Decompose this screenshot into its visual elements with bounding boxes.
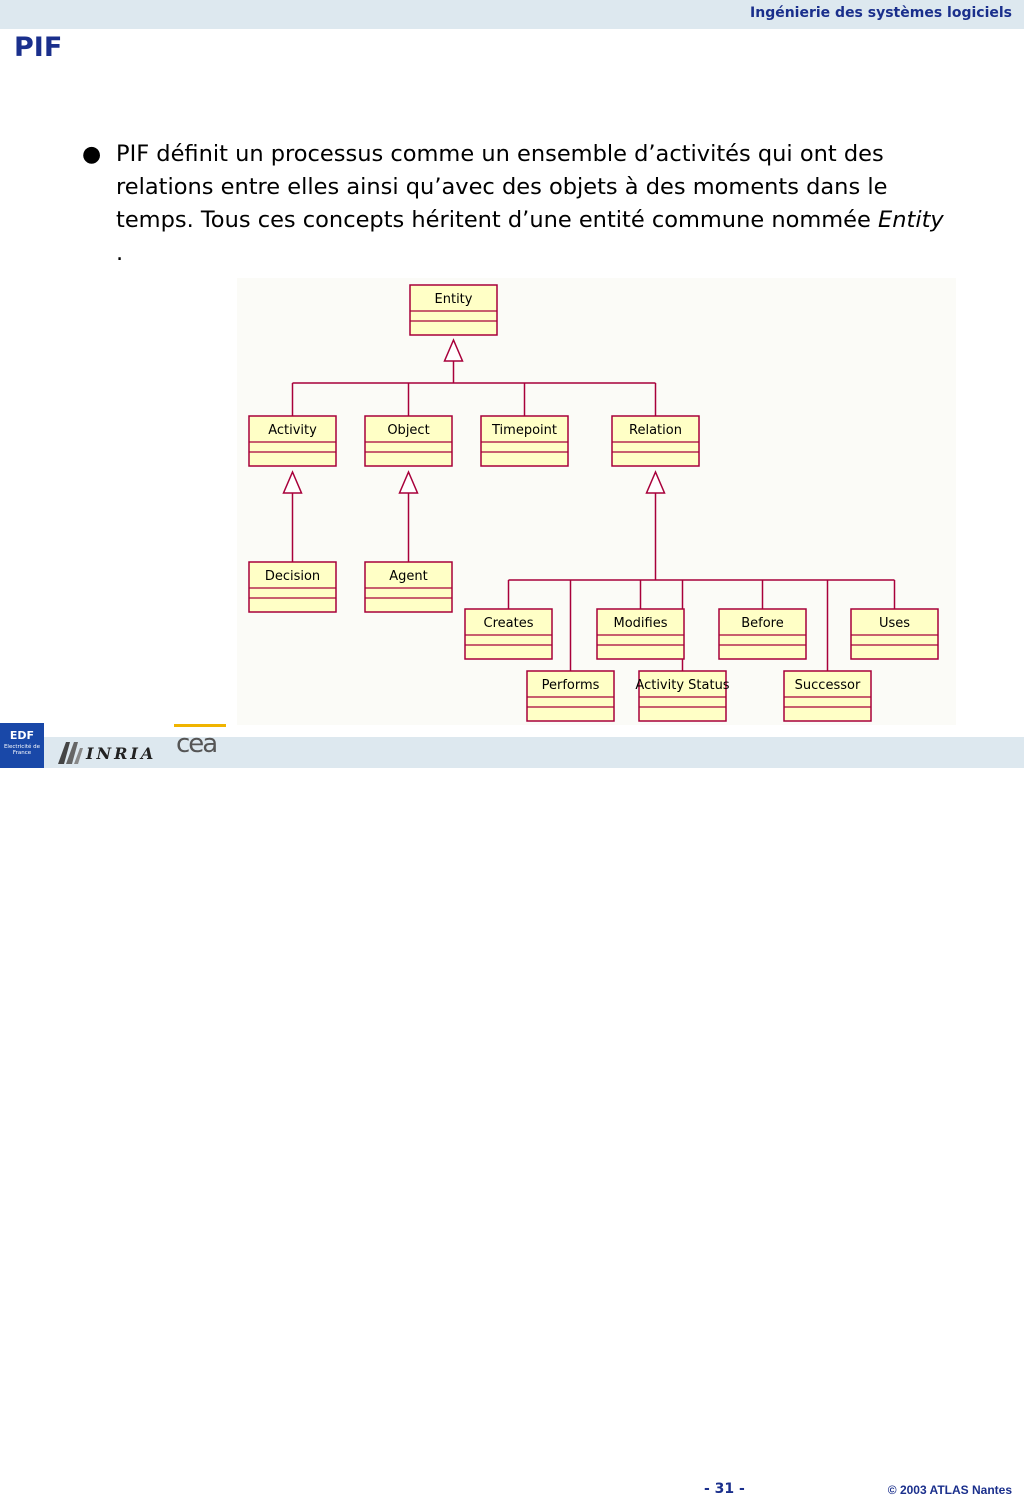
class-box-entity bbox=[409, 284, 498, 336]
cea-logo-text: cea bbox=[176, 729, 218, 759]
object-generalization-arrow-icon bbox=[398, 470, 419, 494]
copyright: © 2003 ATLAS Nantes bbox=[887, 1483, 1012, 1497]
class-box-timepoint bbox=[480, 415, 569, 467]
class-box-before bbox=[718, 608, 807, 660]
bullet-item: ● PIF définit un processus comme un ense… bbox=[78, 138, 958, 270]
class-label-activity: Activity bbox=[268, 423, 317, 438]
slide-title: PIF bbox=[14, 32, 63, 63]
bullet-dot-icon: ● bbox=[82, 142, 102, 167]
class-box-creates bbox=[464, 608, 553, 660]
class-box-decision bbox=[248, 561, 337, 613]
class-label-agent: Agent bbox=[389, 569, 427, 584]
edf-logo: EDF Electricité de France bbox=[0, 723, 44, 768]
class-box-object bbox=[364, 415, 453, 467]
relation-generalization-arrow-icon bbox=[645, 470, 666, 494]
inria-logo-text: INRIA bbox=[86, 744, 157, 763]
class-box-successor bbox=[783, 670, 872, 722]
class-label-object: Object bbox=[387, 423, 429, 438]
class-label-before: Before bbox=[741, 616, 784, 631]
activity-generalization-arrow-icon bbox=[282, 470, 303, 494]
class-label-relation: Relation bbox=[629, 423, 682, 438]
class-box-activity bbox=[248, 415, 337, 467]
class-label-creates: Creates bbox=[484, 616, 534, 631]
class-box-modifies bbox=[596, 608, 685, 660]
class-label-activitystatus: Activity Status bbox=[635, 678, 729, 693]
edf-logo-text: EDF bbox=[9, 729, 35, 742]
entity-generalization-arrow-icon bbox=[443, 338, 464, 362]
bullet-text-main: PIF définit un processus comme un ensemb… bbox=[116, 141, 888, 233]
bullet-text-emphasis: Entity bbox=[878, 207, 944, 233]
class-label-successor: Successor bbox=[795, 678, 861, 693]
class-box-activitystatus bbox=[638, 670, 727, 722]
class-label-timepoint: Timepoint bbox=[491, 423, 557, 438]
class-label-decision: Decision bbox=[265, 569, 320, 584]
class-label-uses: Uses bbox=[879, 616, 910, 631]
header-bar: Ingénierie des systèmes logiciels bbox=[0, 0, 1024, 29]
class-label-modifies: Modifies bbox=[614, 616, 668, 631]
cea-logo: cea bbox=[174, 724, 230, 764]
cea-logo-bar bbox=[174, 724, 226, 727]
class-box-relation bbox=[611, 415, 700, 467]
inria-logo: INRIA bbox=[56, 740, 164, 766]
class-label-performs: Performs bbox=[542, 678, 600, 693]
bullet-text: PIF définit un processus comme un ensemb… bbox=[116, 138, 956, 270]
inria-emblem-icon bbox=[58, 742, 83, 764]
class-box-performs bbox=[526, 670, 615, 722]
class-box-agent bbox=[364, 561, 453, 613]
bullet-text-end: . bbox=[116, 240, 124, 266]
edf-logo-subtext: Electricité de France bbox=[3, 744, 41, 756]
class-label-entity: Entity bbox=[435, 292, 473, 307]
page-number: - 31 - bbox=[704, 1481, 745, 1497]
class-box-uses bbox=[850, 608, 939, 660]
course-title: Ingénierie des systèmes logiciels bbox=[750, 5, 1012, 21]
